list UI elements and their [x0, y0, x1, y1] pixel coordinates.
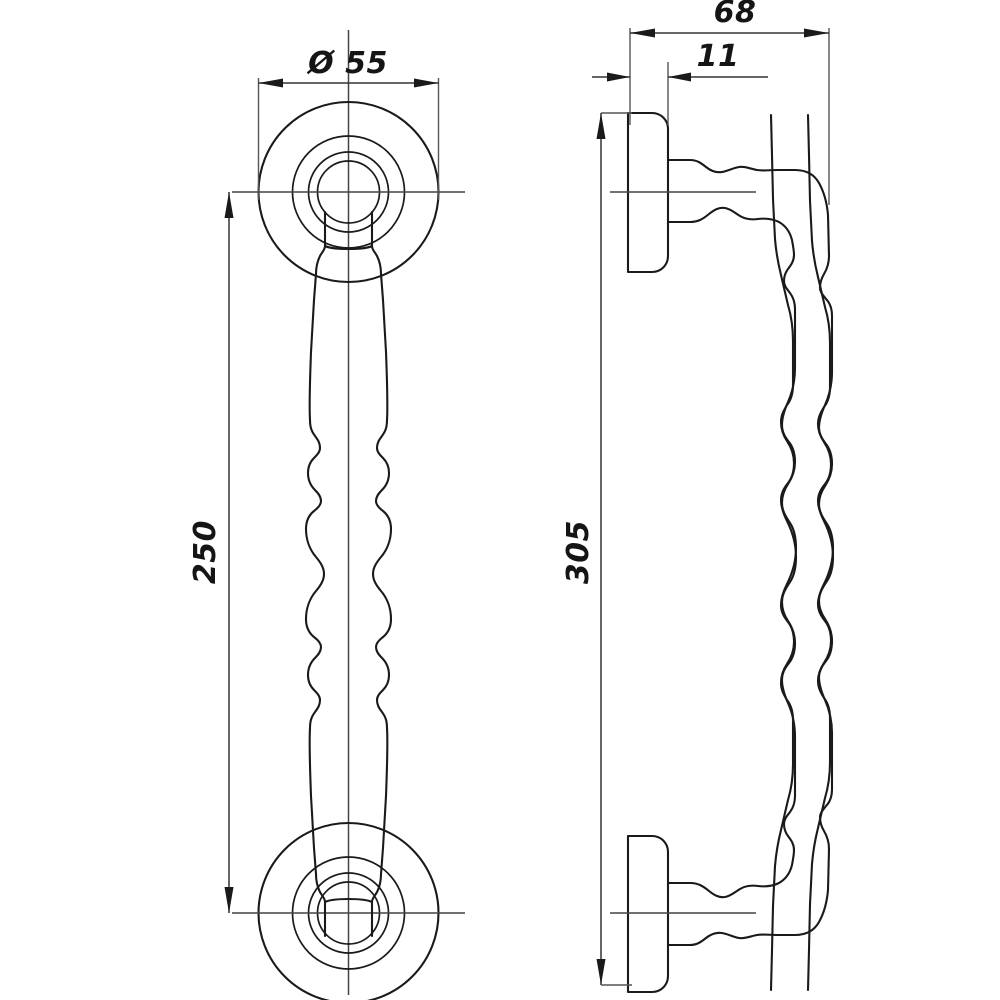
side-view-group: 305 68 11 — [561, 0, 835, 994]
dim-250-arrow-bottom — [224, 887, 234, 913]
dim-305-arrow-top — [596, 113, 606, 139]
dim-11-label: 11 — [697, 39, 740, 74]
dimension-center-distance: 250 — [188, 192, 234, 913]
dim-68-arrow-right — [804, 28, 829, 38]
side-bottom-backplate — [610, 834, 756, 994]
side-handle-outer-profile-mirrored — [666, 113, 835, 947]
dim-250-label: 250 — [188, 520, 223, 584]
dim-11-arrow-left — [607, 72, 630, 82]
side-handle-inner-profile-mirrored — [666, 113, 798, 899]
dimension-plate-thickness: 11 — [592, 39, 768, 125]
dim-diameter-label: Ø 55 — [306, 46, 388, 81]
dimension-total-projection: 68 — [629, 0, 830, 205]
side-handle-bottom — [666, 113, 835, 947]
shaft-top-collar — [323, 244, 374, 251]
dim-diameter-arrow-left — [258, 78, 283, 88]
side-bottom-backplate-outline — [626, 834, 670, 994]
bottom-rose — [232, 821, 465, 1000]
side-top-backplate-outline — [626, 111, 670, 274]
dim-diameter-arrow-right — [414, 78, 439, 88]
dim-11-arrow-right — [668, 72, 691, 82]
side-handle-inner-profile — [666, 206, 798, 992]
dim-68-label: 68 — [714, 0, 757, 30]
shaft-bottom-collar — [323, 897, 374, 904]
dimension-rose-diameter: Ø 55 — [257, 46, 440, 200]
dim-250-arrow-top — [224, 192, 234, 218]
side-handle-outer-profile — [666, 158, 835, 992]
dim-305-label: 305 — [561, 520, 596, 584]
front-view-shaft — [304, 210, 393, 938]
side-handle-top — [666, 158, 835, 992]
side-top-backplate — [610, 111, 756, 274]
dim-68-arrow-left — [630, 28, 655, 38]
dimension-overall-length: 305 — [561, 112, 632, 986]
front-view-group: Ø 55 250 — [188, 30, 465, 1000]
dim-305-arrow-bottom — [596, 959, 606, 985]
